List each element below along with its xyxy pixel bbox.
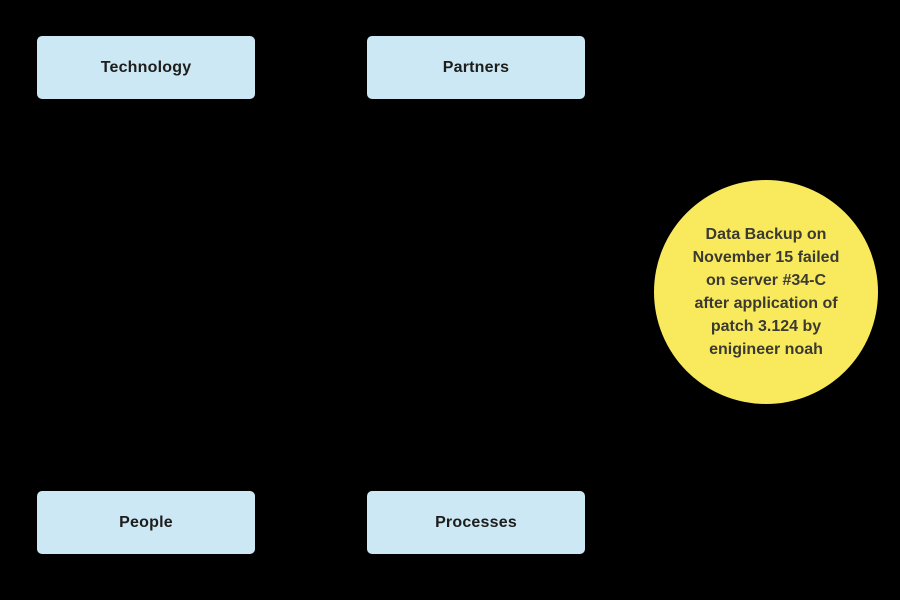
category-box-label: Technology bbox=[100, 58, 192, 76]
category-box-label: People bbox=[119, 513, 173, 531]
category-box-partners[interactable]: Partners bbox=[367, 36, 585, 99]
category-box-label: Partners bbox=[442, 58, 510, 76]
category-box-technology[interactable]: Technology bbox=[37, 36, 255, 99]
category-box-people[interactable]: People bbox=[37, 491, 255, 554]
category-box-label: Processes bbox=[435, 513, 517, 531]
category-box-processes[interactable]: Processes bbox=[367, 491, 585, 554]
